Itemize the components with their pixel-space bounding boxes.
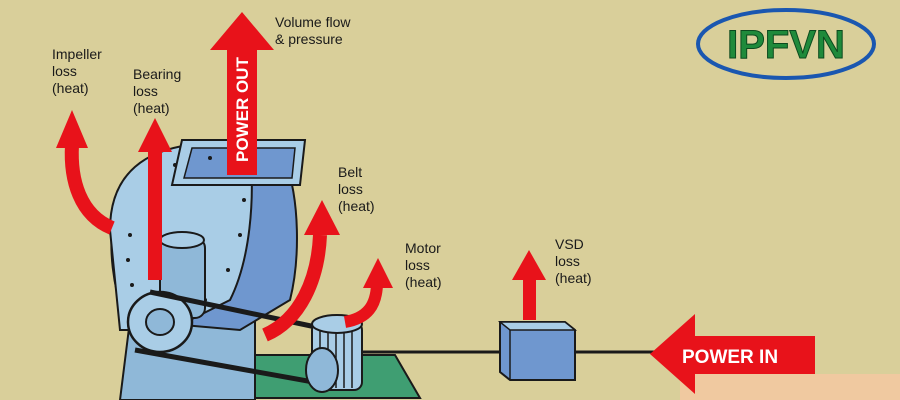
bearing-loss-label: Bearing loss (heat) xyxy=(133,66,182,116)
belt-loss-arrow xyxy=(261,234,327,342)
impeller-loss-label: Impeller loss (heat) xyxy=(52,46,102,96)
power-in-label: POWER IN xyxy=(682,347,778,368)
volume-flow-label: Volume flow & pressure xyxy=(275,14,351,47)
logo-ring xyxy=(696,8,876,80)
bearing-loss-arrow xyxy=(148,148,162,280)
logo-text: IPFVN xyxy=(727,23,845,67)
drive-belt xyxy=(134,289,331,388)
power-out-label: POWER OUT xyxy=(233,57,252,162)
ipfvn-logo: IPFVN xyxy=(696,8,876,80)
vsd-loss-arrow xyxy=(523,275,536,320)
impeller-loss-arrow xyxy=(64,144,116,235)
belt-loss-label: Belt loss (heat) xyxy=(338,164,375,214)
corner-patch xyxy=(680,374,900,400)
motor-loss-label: Motor loss (heat) xyxy=(405,240,442,290)
power-out-arrow xyxy=(210,12,274,175)
motor-loss-arrow xyxy=(343,284,383,328)
vsd-loss-label: VSD loss (heat) xyxy=(555,236,592,286)
power-in-arrow xyxy=(650,314,815,394)
motor-pulley xyxy=(305,347,339,393)
